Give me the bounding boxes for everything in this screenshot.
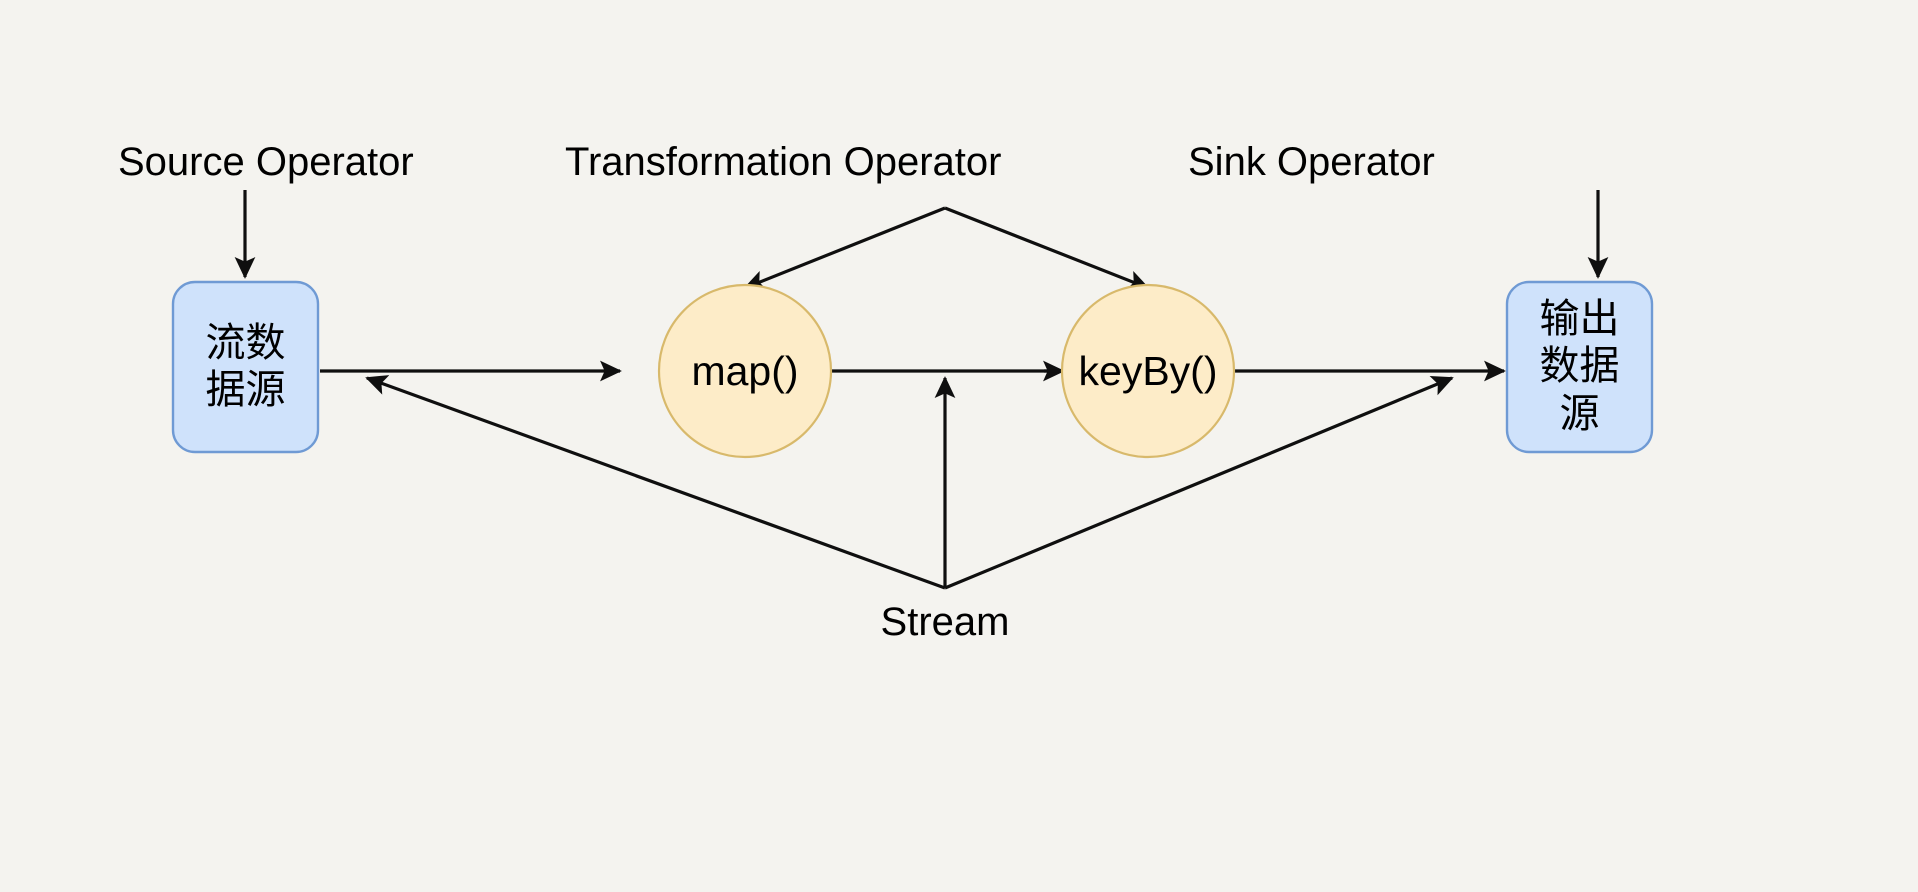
edge-transformation-label-to-map bbox=[743, 206, 946, 291]
node-map-label: map() bbox=[659, 285, 831, 457]
label-transformation-operator: Transformation Operator bbox=[565, 140, 1002, 184]
node-keyby-label-text: keyBy() bbox=[1078, 347, 1218, 394]
node-sink[interactable] bbox=[1505, 280, 1654, 454]
node-keyby[interactable] bbox=[1060, 283, 1236, 459]
node-source-label-line2: 据源 bbox=[205, 368, 286, 412]
node-map[interactable] bbox=[657, 283, 833, 459]
node-source-label-line1: 流数 bbox=[205, 320, 286, 365]
node-source[interactable] bbox=[171, 280, 320, 454]
label-source-operator: Source Operator bbox=[118, 140, 414, 184]
node-source-label: 流数 据源 bbox=[173, 282, 318, 452]
edge-stream-to-source-edge bbox=[365, 375, 946, 590]
node-sink-label-line2: 数据 bbox=[1539, 344, 1620, 389]
edge-transformation-label-to-keyby bbox=[944, 206, 1150, 291]
node-sink-label: 输出 数据 源 bbox=[1507, 282, 1652, 452]
node-sink-label-line3: 源 bbox=[1559, 391, 1600, 436]
node-sink-label-line1: 输出 bbox=[1539, 297, 1620, 342]
edge-stream-to-keyby-sink-edge bbox=[944, 376, 1454, 590]
node-keyby-label: keyBy() bbox=[1062, 285, 1234, 457]
label-stream: Stream bbox=[880, 600, 1010, 644]
node-map-label-text: map() bbox=[691, 347, 799, 394]
label-sink-operator: Sink Operator bbox=[1188, 140, 1435, 184]
